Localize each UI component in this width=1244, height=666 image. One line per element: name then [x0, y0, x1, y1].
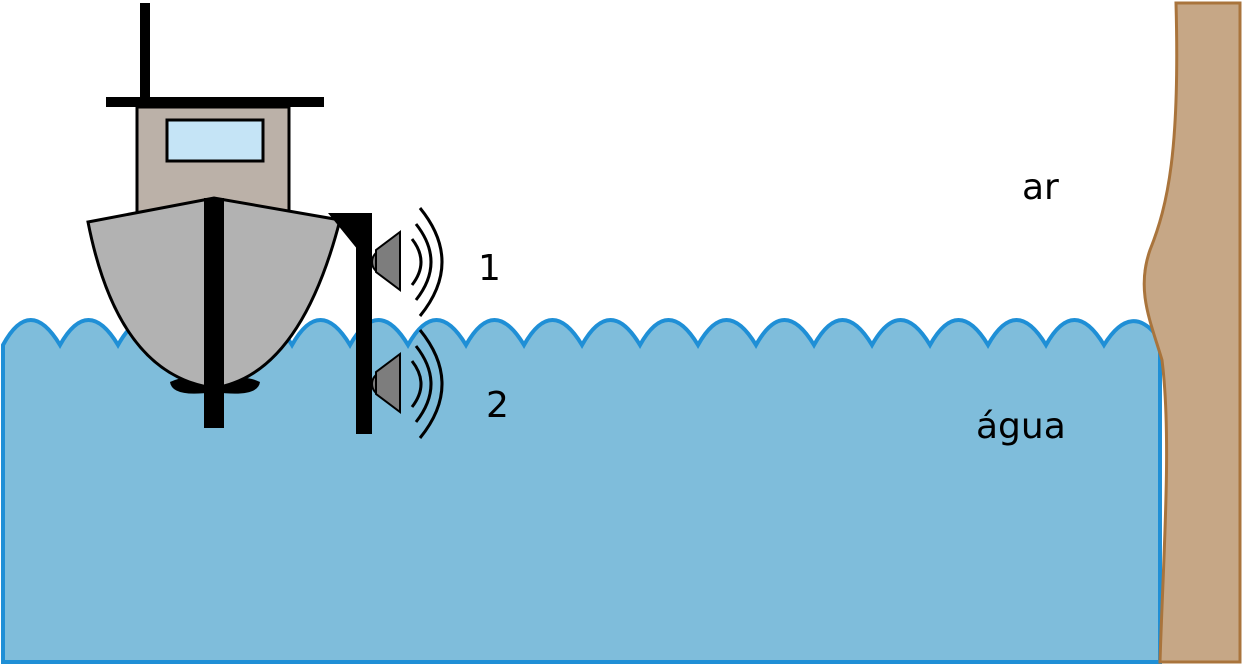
sound-wave-icon: [410, 329, 444, 439]
speaker-cone: [375, 230, 401, 292]
support-arm: [328, 213, 372, 250]
speaker-cone: [375, 352, 401, 414]
boat: [86, 3, 342, 428]
loudspeaker-2: [371, 329, 444, 439]
sound-wave-icon: [410, 207, 444, 317]
water-label: água: [976, 406, 1066, 447]
air-label: ar: [1022, 167, 1059, 208]
speaker-1-label: 1: [478, 248, 501, 289]
boat-keel: [204, 198, 224, 428]
speaker-support: [328, 213, 372, 434]
wall-cliff: [1142, 1, 1242, 664]
support-pole: [356, 214, 372, 434]
boat-window: [165, 118, 265, 163]
speaker-2-label: 2: [486, 385, 509, 426]
loudspeaker-1: [371, 207, 444, 317]
